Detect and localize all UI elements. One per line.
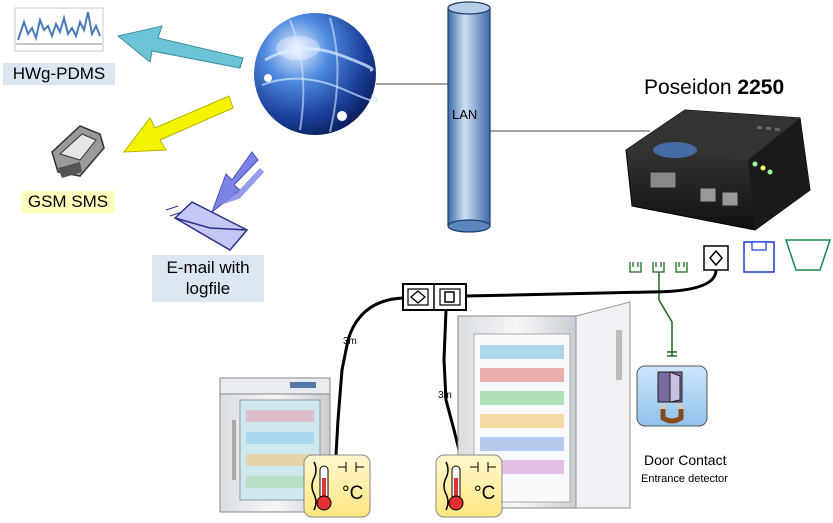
phone-icon (51, 125, 105, 178)
globe-icon (254, 13, 379, 135)
envelope-icon (165, 201, 249, 251)
tray-icon (784, 239, 832, 271)
sensor-unit-left: °C (342, 483, 364, 504)
door-contact-label: Door Contact (644, 452, 727, 468)
temperature-sensor-icon-left (303, 454, 371, 518)
door-contact-icon (636, 365, 708, 427)
gsm-sms-label: GSM SMS (21, 191, 115, 213)
hwg-pdms-label: HWg-PDMS (3, 63, 115, 85)
temperature-sensor-icon-right (435, 454, 503, 518)
door-contact-sub-label: Entrance detector (641, 473, 728, 485)
poseidon-title: Poseidon 2250 (644, 76, 784, 100)
lan-pipe (447, 1, 491, 233)
yellow-arrow (122, 95, 234, 153)
cable-length-right: 3m (438, 390, 452, 401)
sensor-unit-right: °C (474, 483, 496, 504)
email-label: E-mail with logfile (152, 255, 264, 302)
cable-length-left: 3m (343, 336, 357, 347)
email-label-line1: E-mail with (166, 258, 250, 277)
poseidon-name: Poseidon (644, 76, 732, 99)
cyan-arrow (116, 25, 244, 69)
poseidon-model: 2250 (737, 76, 785, 99)
lan-label: LAN (452, 107, 478, 122)
chart-thumbnail-icon (14, 7, 104, 52)
email-label-line2: logfile (185, 279, 231, 298)
drawer-icon (743, 241, 775, 273)
blue-arrow (210, 151, 259, 214)
splitter-icon (402, 283, 467, 311)
poseidon-device-icon (625, 109, 811, 231)
small-connector-icons (629, 245, 729, 273)
